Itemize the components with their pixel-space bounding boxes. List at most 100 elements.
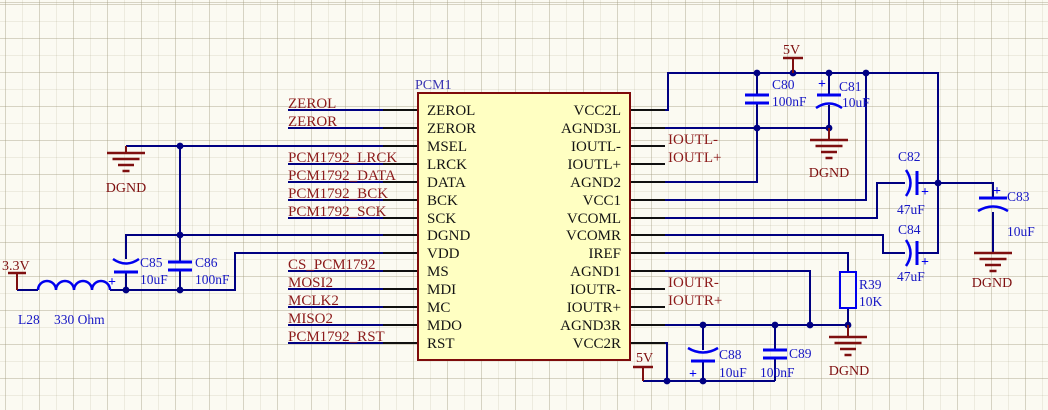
inductor-coil xyxy=(36,279,112,291)
pin-label-ioutl-minus: IOUTL- xyxy=(571,139,621,155)
wire-iref[interactable] xyxy=(665,252,849,272)
pin-label-mdo: MDO xyxy=(427,318,462,334)
cap-ref[interactable]: C86 xyxy=(195,255,218,270)
junction-dot xyxy=(699,321,707,329)
cap-value[interactable]: 10uF xyxy=(140,272,168,287)
junction-dot xyxy=(825,69,833,77)
ground-dgnd-label[interactable]: DGND xyxy=(829,364,869,379)
ground-dgnd-c83-symbol[interactable]: DGND xyxy=(972,251,1012,291)
wire-c83-branch[interactable] xyxy=(938,182,994,198)
cap-ref[interactable]: C80 xyxy=(772,77,795,92)
polarity-plus: + xyxy=(818,77,826,92)
net-label-rst[interactable]: PCM1792_RST xyxy=(288,329,385,345)
wire-vcc2l-5v-rail[interactable] xyxy=(665,72,939,254)
cap-ref[interactable]: C89 xyxy=(789,346,812,361)
net-label-miso2[interactable]: MISO2 xyxy=(288,311,333,327)
cap-value[interactable]: 100nF xyxy=(772,94,807,109)
pin-label-ms: MS xyxy=(427,264,449,280)
ground-dgnd-label[interactable]: DGND xyxy=(809,166,849,181)
cap-value[interactable]: 100nF xyxy=(195,272,230,287)
cap-value[interactable]: 47uF xyxy=(897,202,925,217)
polarity-plus: + xyxy=(108,275,116,290)
wire-vcc2r[interactable] xyxy=(665,342,668,381)
capacitor-c83[interactable]: + C83 10uF xyxy=(977,184,1035,239)
net-label-ioutr-minus[interactable]: IOUTR- xyxy=(668,275,719,291)
capacitor-c84[interactable]: + C84 47uF xyxy=(897,222,929,284)
pin-label-bck: BCK xyxy=(427,193,458,209)
inductor-ref[interactable]: L28 xyxy=(18,312,40,327)
inductor-l28[interactable]: L28 330 Ohm xyxy=(18,279,112,327)
wire-dgnd-pin[interactable] xyxy=(125,234,383,259)
cap-ref[interactable]: C84 xyxy=(898,222,921,237)
ic-body[interactable] xyxy=(417,92,631,361)
net-label-zerol[interactable]: ZEROL xyxy=(288,96,336,112)
ground-dgnd-label[interactable]: DGND xyxy=(106,181,146,196)
cap-plate-curved xyxy=(112,257,140,265)
pin-label-vcomr: VCOMR xyxy=(566,228,621,244)
net-label-ioutl-plus[interactable]: IOUTL+ xyxy=(668,150,721,166)
cap-value[interactable]: 10uF xyxy=(842,95,870,110)
ground-dgnd-left-symbol[interactable]: DGND xyxy=(106,146,146,196)
ground-dgnd-topright-symbol[interactable]: DGND xyxy=(809,128,849,181)
resistor-r39[interactable]: R39 10K xyxy=(839,271,883,309)
capacitor-c81[interactable]: + C81 10uF xyxy=(815,77,870,110)
net-label-lrck[interactable]: PCM1792_LRCK xyxy=(288,150,397,166)
pin-label-agnd2: AGND2 xyxy=(570,175,621,191)
ic-pcm1792[interactable]: PCM1 ZEROL ZEROR MSEL LRCK DATA BCK SCK … xyxy=(383,78,665,361)
wire-vcoml[interactable] xyxy=(665,182,905,219)
power-5v-top-symbol[interactable]: 5V xyxy=(783,43,803,73)
wire-vdd[interactable] xyxy=(110,252,383,291)
net-label-data[interactable]: PCM1792_DATA xyxy=(288,168,396,184)
junction-dot xyxy=(934,179,942,187)
net-label-cs[interactable]: CS_PCM1792 xyxy=(288,257,376,273)
pin-label-agnd3l: AGND3L xyxy=(561,121,621,137)
wires xyxy=(17,72,994,382)
resistor-ref[interactable]: R39 xyxy=(859,277,882,292)
capacitor-c82[interactable]: + C82 47uF xyxy=(897,149,929,217)
capacitor-c89[interactable]: C89 100nF xyxy=(760,346,812,380)
net-label-bck[interactable]: PCM1792_BCK xyxy=(288,186,388,202)
power-5v-label[interactable]: 5V xyxy=(783,43,800,58)
cap-ref[interactable]: C88 xyxy=(719,347,742,362)
pin-label-zeror: ZEROR xyxy=(427,121,476,137)
power-5v-label[interactable]: 5V xyxy=(636,351,653,366)
cap-ref[interactable]: C83 xyxy=(1007,189,1030,204)
ic-designator[interactable]: PCM1 xyxy=(415,78,452,93)
cap-ref[interactable]: C81 xyxy=(839,79,862,94)
junction-dot xyxy=(176,142,184,150)
ic-pins-left xyxy=(383,109,418,344)
wire-agnd2[interactable] xyxy=(665,128,758,183)
capacitor-c88[interactable]: + C88 10uF xyxy=(687,346,747,382)
resistor-body xyxy=(839,271,857,309)
wire-agnd1[interactable] xyxy=(665,270,811,325)
ground-dgnd-label[interactable]: DGND xyxy=(972,276,1012,291)
net-label-zeror[interactable]: ZEROR xyxy=(288,114,337,130)
cap-ref[interactable]: C85 xyxy=(140,255,163,270)
net-label-mosi2[interactable]: MOSI2 xyxy=(288,275,333,291)
capacitor-c86[interactable]: C86 100nF xyxy=(168,255,230,287)
resistor-value[interactable]: 10K xyxy=(859,294,883,309)
cap-value[interactable]: 100nF xyxy=(760,365,795,380)
power-33v-label[interactable]: 3.3V xyxy=(2,259,30,274)
junction-dot xyxy=(699,377,707,385)
ground-dgnd-bottomright-symbol[interactable]: DGND xyxy=(829,325,869,379)
pin-label-agnd3r: AGND3R xyxy=(560,318,621,334)
power-5v-bottom-symbol[interactable]: 5V xyxy=(633,351,653,381)
cap-value[interactable]: 47uF xyxy=(897,269,925,284)
capacitor-c80[interactable]: C80 100nF xyxy=(745,77,807,109)
capacitor-c85[interactable]: + C85 10uF xyxy=(108,255,168,290)
wire-vcc1[interactable] xyxy=(665,73,867,201)
inductor-value[interactable]: 330 Ohm xyxy=(54,312,105,327)
ground-bars xyxy=(829,335,867,357)
power-33v-symbol[interactable]: 3.3V xyxy=(2,259,30,290)
net-label-ioutl-minus[interactable]: IOUTL- xyxy=(668,132,718,148)
net-label-mclk2[interactable]: MCLK2 xyxy=(288,293,339,309)
cap-ref[interactable]: C82 xyxy=(898,149,921,164)
polarity-plus: + xyxy=(993,184,1001,199)
pin-label-lrck: LRCK xyxy=(427,157,467,173)
cap-value[interactable]: 10uF xyxy=(719,365,747,380)
net-label-ioutr-plus[interactable]: IOUTR+ xyxy=(668,293,722,309)
cap-value[interactable]: 10uF xyxy=(1007,224,1035,239)
wire-vcomr[interactable] xyxy=(665,234,905,254)
net-label-sck[interactable]: PCM1792_SCK xyxy=(288,204,387,220)
